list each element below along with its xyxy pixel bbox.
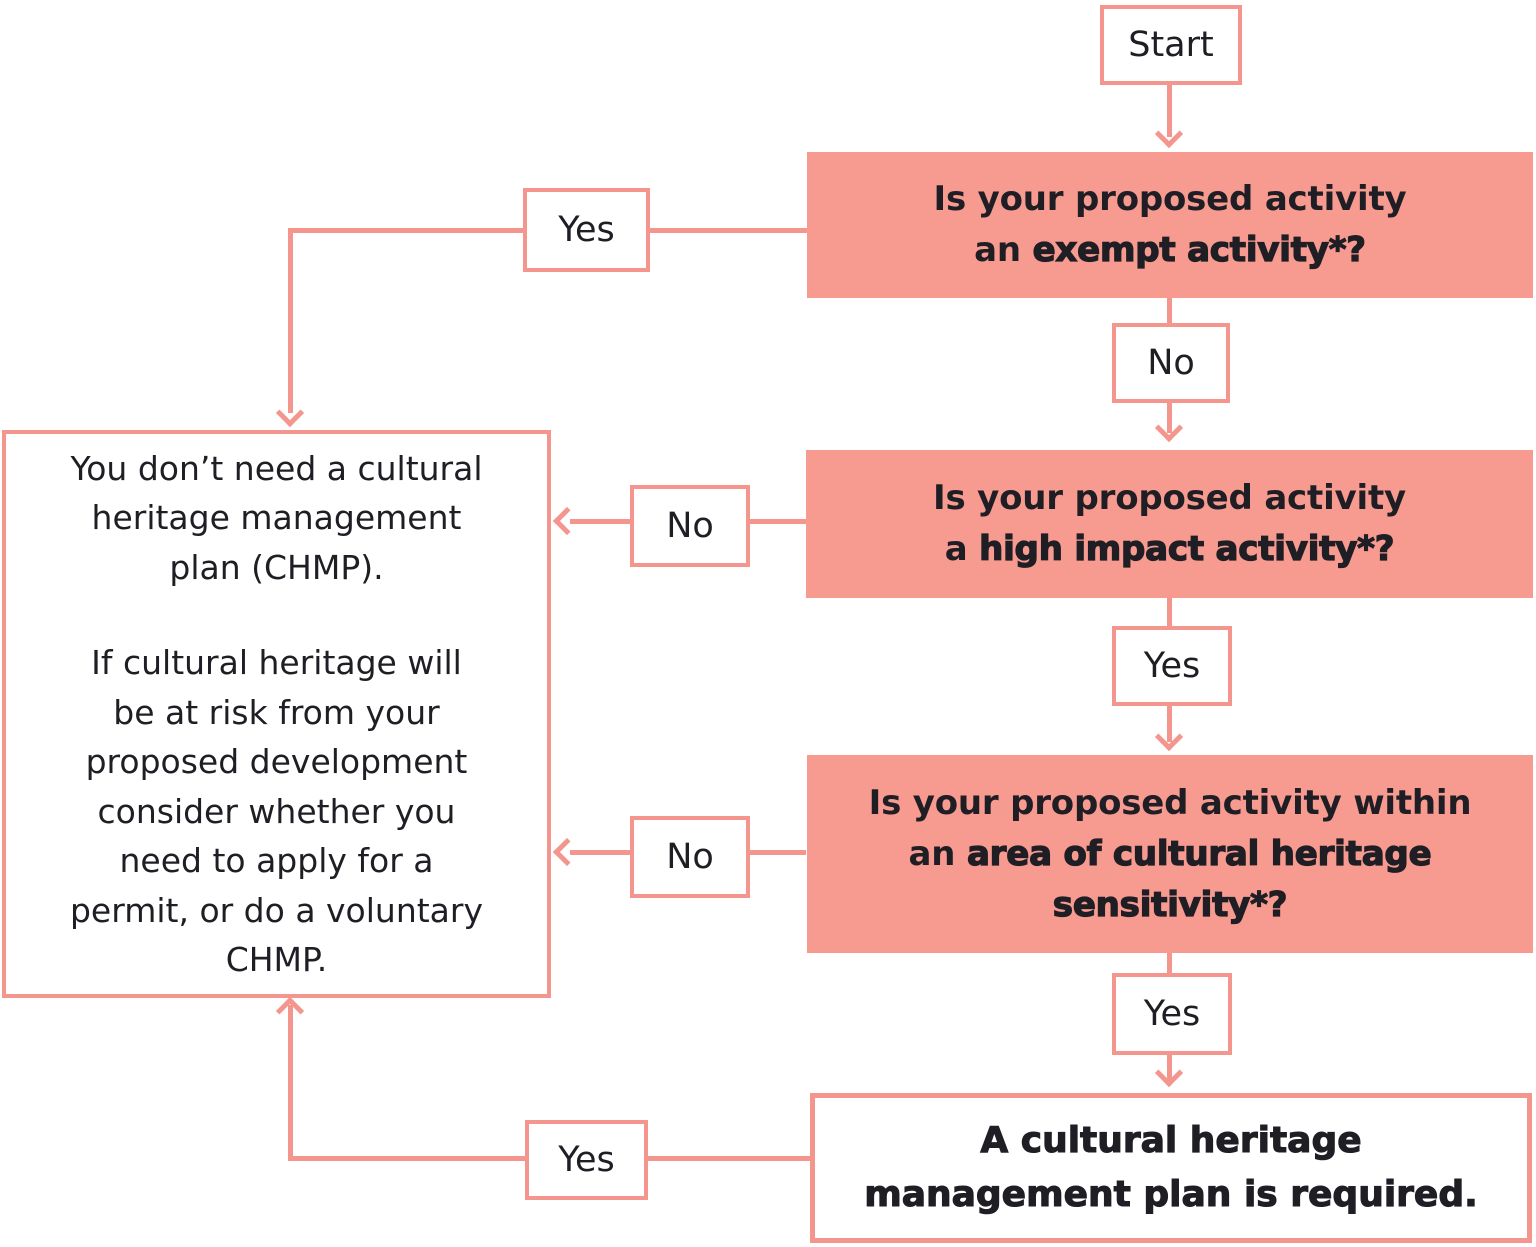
edge-label-yes-chmp-required: Yes (525, 1120, 648, 1200)
connector-line (1167, 598, 1172, 626)
connector-line (288, 228, 523, 233)
connector-line (1167, 706, 1172, 742)
edge-label-no-exempt: No (1112, 323, 1230, 403)
edge-label-yes-high-impact: Yes (1112, 626, 1232, 706)
connector-line (650, 228, 807, 233)
connector-line (288, 228, 293, 413)
question-line1: Is your proposed activity within (868, 782, 1472, 823)
edge-label-yes-sensitivity: Yes (1112, 973, 1232, 1055)
question-text: Is your proposed activity a high impact … (933, 473, 1406, 575)
arrow-down-icon (1154, 722, 1184, 752)
connector-line (1167, 953, 1172, 975)
question-article: an (908, 833, 956, 874)
question-line1: Is your proposed activity (933, 179, 1407, 219)
edge-label-text: No (666, 837, 714, 877)
edge-label-yes-exempt: Yes (523, 188, 650, 272)
connector-line (1167, 298, 1172, 328)
connector-line (750, 850, 806, 855)
arrow-down-icon (1154, 413, 1184, 443)
connector-line (1167, 403, 1172, 433)
start-node: Start (1100, 5, 1242, 85)
arrow-up-icon (275, 996, 305, 1026)
arrow-left-icon (552, 506, 582, 536)
question-heritage-sensitivity-node: Is your proposed activity within an area… (807, 755, 1533, 953)
question-article: a (944, 529, 968, 569)
question-article: an (974, 230, 1021, 270)
start-label: Start (1128, 25, 1214, 65)
question-text: Is your proposed activity an exempt acti… (934, 174, 1407, 276)
question-term: exempt activity*? (1032, 229, 1367, 270)
question-text: Is your proposed activity within an area… (840, 778, 1500, 931)
connector-line (288, 1005, 293, 1161)
edge-label-text: Yes (1143, 994, 1201, 1034)
edge-label-text: Yes (1143, 646, 1201, 686)
edge-label-text: Yes (558, 210, 615, 250)
connector-line (648, 1156, 810, 1161)
edge-label-text: No (666, 506, 714, 546)
connector-line (570, 519, 630, 524)
edge-label-no-high-impact: No (630, 485, 750, 567)
connector-line (288, 1156, 525, 1161)
edge-label-no-sensitivity: No (630, 816, 750, 898)
connector-line (570, 850, 630, 855)
question-exempt-activity-node: Is your proposed activity an exempt acti… (807, 152, 1533, 298)
edge-label-text: No (1147, 343, 1195, 383)
question-line1: Is your proposed activity (933, 478, 1406, 518)
connector-line (1167, 1055, 1172, 1081)
connector-line (750, 519, 806, 524)
question-high-impact-node: Is your proposed activity a high impact … (806, 450, 1533, 598)
edge-label-text: Yes (558, 1140, 615, 1180)
question-term: area of cultural heritage sensitivity*? (966, 833, 1432, 925)
arrow-down-icon (275, 398, 305, 428)
arrow-down-icon (1154, 119, 1184, 149)
arrow-left-icon (552, 837, 582, 867)
connector-line (1167, 85, 1172, 137)
question-term: high impact activity*? (978, 528, 1395, 569)
arrow-down-icon (1154, 1058, 1184, 1088)
